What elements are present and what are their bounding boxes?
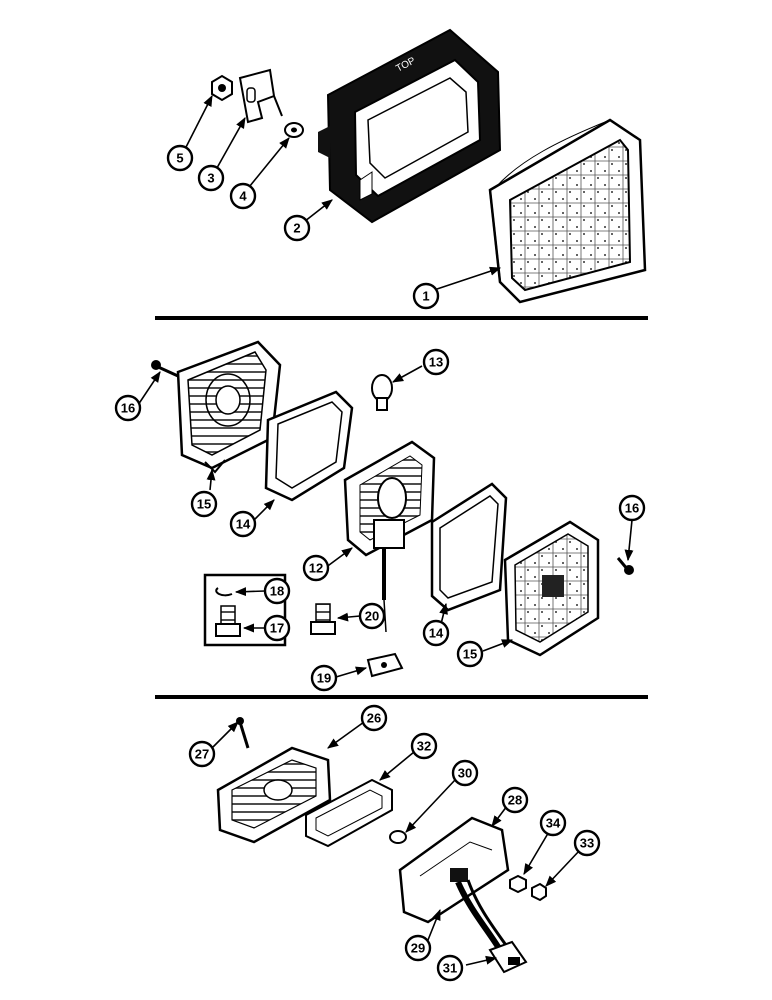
bolt-part-20 [310, 603, 336, 635]
svg-text:13: 13 [429, 355, 443, 370]
rear-lens-housing [176, 340, 282, 474]
callout-16-right: 16 [618, 494, 646, 522]
svg-text:14: 14 [236, 517, 251, 532]
marker-base-part-28 [398, 816, 510, 924]
work-lamp-section: 16 13 15 14 12 16 18 17 20 14 15 [114, 340, 646, 692]
headlamp-housing: TOP [318, 28, 502, 224]
bulb-part-13 [371, 374, 393, 411]
callout-33: 33 [573, 829, 601, 857]
bracket-part-19 [366, 652, 404, 678]
svg-text:4: 4 [239, 189, 247, 204]
svg-text:19: 19 [317, 671, 331, 686]
svg-text:16: 16 [625, 501, 639, 516]
callout-29: 29 [404, 934, 432, 962]
svg-text:2: 2 [293, 221, 300, 236]
svg-text:12: 12 [309, 561, 323, 576]
svg-text:3: 3 [207, 171, 214, 186]
callout-15-right: 15 [456, 640, 484, 668]
callout-30: 30 [451, 759, 479, 787]
wiring-harness-part-31 [455, 879, 528, 974]
callout-14-left: 14 [229, 510, 257, 538]
screw-part-16-left [151, 360, 179, 378]
callout-2: 2 [283, 214, 311, 242]
svg-text:26: 26 [367, 711, 381, 726]
svg-text:14: 14 [429, 626, 444, 641]
svg-text:32: 32 [417, 739, 431, 754]
callout-32: 32 [410, 732, 438, 760]
bulb-part-30 [389, 830, 407, 844]
svg-text:15: 15 [197, 497, 211, 512]
svg-text:33: 33 [580, 836, 594, 851]
callout-16-left: 16 [114, 394, 142, 422]
callout-18: 18 [263, 577, 291, 605]
screw-part-33 [531, 882, 547, 902]
gasket-part-14-left [264, 390, 354, 502]
nut-part-34 [509, 874, 527, 894]
gasket-part-32 [305, 778, 393, 848]
callout-3: 3 [197, 164, 225, 192]
callout-1: 1 [412, 282, 440, 310]
screw-part-16-right [616, 557, 634, 575]
callout-20: 20 [358, 602, 386, 630]
svg-text:20: 20 [365, 609, 379, 624]
washer-part-4 [284, 122, 304, 138]
gasket-part-14-right [430, 482, 508, 612]
svg-text:1: 1 [422, 289, 429, 304]
svg-text:28: 28 [508, 793, 522, 808]
callout-15-left: 15 [190, 490, 218, 518]
callout-13: 13 [422, 348, 450, 376]
svg-text:27: 27 [195, 747, 209, 762]
callout-34: 34 [539, 809, 567, 837]
headlamp-section: TOP 5 [166, 28, 647, 310]
marker-lamp-body-part-26 [216, 746, 332, 844]
callout-12: 12 [302, 554, 330, 582]
callout-14-right: 14 [422, 619, 450, 647]
svg-text:16: 16 [121, 401, 135, 416]
svg-text:17: 17 [270, 621, 284, 636]
callout-26: 26 [360, 704, 388, 732]
callout-5: 5 [166, 144, 194, 172]
callout-27: 27 [188, 740, 216, 768]
callout-31: 31 [436, 954, 464, 982]
marker-lamp-section: 27 26 32 30 28 34 33 29 31 [188, 704, 601, 982]
svg-text:30: 30 [458, 766, 472, 781]
front-lens-part-15 [503, 520, 600, 657]
svg-text:18: 18 [270, 584, 284, 599]
svg-text:31: 31 [443, 961, 457, 976]
svg-text:5: 5 [176, 151, 183, 166]
screw-part-27 [236, 717, 250, 749]
nut-part-5 [211, 74, 233, 102]
svg-text:15: 15 [463, 647, 477, 662]
callout-28: 28 [501, 786, 529, 814]
svg-text:29: 29 [411, 941, 425, 956]
sealed-beam-lamp [488, 118, 647, 304]
callout-19: 19 [310, 664, 338, 692]
clip-part-3 [238, 68, 283, 124]
reflector-plate-part-12 [343, 440, 436, 633]
callout-4: 4 [229, 182, 257, 210]
svg-text:34: 34 [546, 816, 561, 831]
callout-17: 17 [263, 614, 291, 642]
